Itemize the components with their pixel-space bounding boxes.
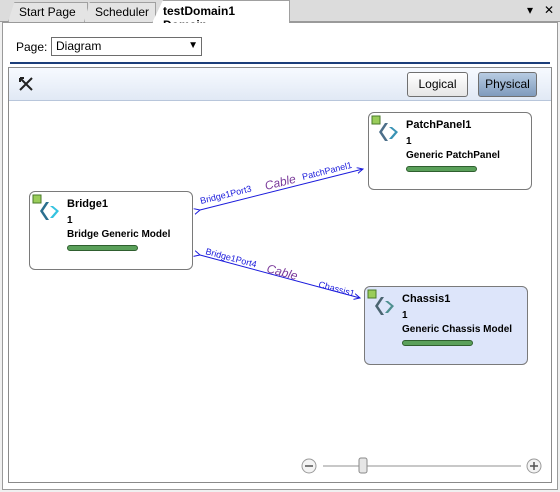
node-count: 1 — [67, 215, 73, 226]
tab-scheduler[interactable]: Scheduler — [84, 2, 156, 22]
diagram-canvas[interactable]: Logical Physical Bridge1Port3 Cable Patc… — [8, 67, 552, 483]
logical-view-button[interactable]: Logical — [407, 72, 468, 97]
cable-link-patchpanel[interactable] — [200, 169, 363, 210]
status-bar — [406, 166, 477, 172]
zoom-track[interactable] — [323, 465, 521, 467]
close-tab-icon[interactable]: ✕ — [544, 3, 555, 17]
node-count: 1 — [402, 310, 408, 321]
node-patchpanel1[interactable]: PatchPanel1 1 Generic PatchPanel — [368, 112, 532, 190]
status-bar — [67, 245, 138, 251]
tab-list-dropdown-icon[interactable]: ▾ — [527, 3, 534, 17]
patchpanel-device-icon — [371, 115, 398, 141]
tab-label: testDomain1 Domain — [163, 4, 236, 23]
link-cable-label: Cable — [265, 261, 299, 283]
close-diagram-icon[interactable] — [17, 75, 35, 93]
node-name: Bridge1 — [67, 198, 108, 210]
link-source-port-label: Bridge1Port3 — [199, 184, 252, 206]
node-model: Generic Chassis Model — [402, 324, 513, 335]
physical-view-button[interactable]: Physical — [478, 72, 537, 97]
zoom-slider[interactable] — [299, 456, 545, 476]
page-label: Page: — [16, 40, 48, 54]
page-dropdown[interactable]: Diagram ▼ — [51, 37, 202, 56]
tab-start-page[interactable]: Start Page — [8, 2, 88, 22]
link-source-port-label: Bridge1Port4 — [204, 246, 257, 269]
page-dropdown-value: Diagram — [56, 39, 102, 53]
node-name: PatchPanel1 — [406, 119, 472, 131]
link-layer: Bridge1Port3 Cable PatchPanel1 Bridge1Po… — [9, 160, 551, 482]
node-name: Chassis1 — [402, 293, 451, 305]
node-count: 1 — [406, 136, 412, 147]
dropdown-arrow-icon: ▼ — [188, 40, 198, 51]
header-divider — [10, 62, 550, 64]
tab-label: Scheduler — [95, 5, 150, 19]
node-model: Generic PatchPanel — [406, 150, 500, 161]
node-bridge1[interactable]: Bridge1 1 Bridge Generic Model — [29, 191, 193, 270]
zoom-control — [301, 457, 542, 474]
bridge-device-icon — [32, 194, 59, 220]
tab-testdomain1-domain[interactable]: testDomain1 Domain — [152, 0, 290, 23]
cable-link-chassis[interactable] — [200, 255, 360, 298]
diagram-toolbar: Logical Physical — [9, 68, 551, 101]
tab-label: Start Page — [19, 5, 76, 19]
status-bar — [402, 340, 473, 346]
node-chassis1[interactable]: Chassis1 1 Generic Chassis Model — [364, 286, 528, 365]
node-model: Bridge Generic Model — [67, 229, 171, 240]
link-target-port-label: PatchPanel1 — [301, 160, 353, 182]
link-target-port-label: Chassis1 — [317, 279, 355, 298]
document-tab-strip: Start Page Scheduler testDomain1 Domain … — [0, 0, 560, 23]
chassis-device-icon — [367, 289, 394, 315]
zoom-thumb[interactable] — [358, 457, 368, 474]
